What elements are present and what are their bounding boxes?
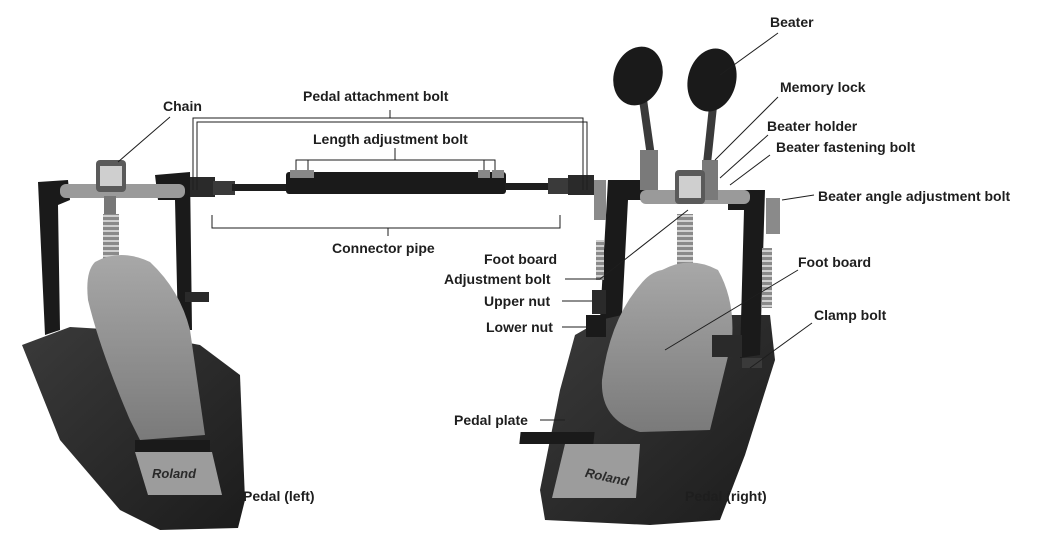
right-frame-post-right xyxy=(728,190,765,358)
label-adjustment-bolt: Adjustment bolt xyxy=(444,271,551,287)
label-foot-board-right: Foot board xyxy=(798,254,872,270)
connector-pipe-body xyxy=(286,172,506,194)
leader-beater-angle-adjustment-bolt xyxy=(781,194,815,201)
label-connector-pipe: Connector pipe xyxy=(332,240,435,256)
label-lower-nut: Lower nut xyxy=(486,319,553,335)
right-heel-plate xyxy=(552,444,640,498)
label-beater-angle-adjustment-bolt: Beater angle adjustment bolt xyxy=(818,188,1011,204)
label-chain: Chain xyxy=(163,98,202,114)
connector-shaft xyxy=(190,170,594,197)
label-pedal-left: Pedal (left) xyxy=(243,488,315,504)
right-pedal: Roland xyxy=(519,46,780,525)
right-frame-post-left xyxy=(600,180,648,320)
bracket-pedal-attachment-bolt xyxy=(192,117,588,190)
label-beater-fastening-bolt: Beater fastening bolt xyxy=(776,139,916,155)
label-upper-nut: Upper nut xyxy=(484,293,551,309)
leader-adjustment-bolt xyxy=(565,209,689,280)
label-beater: Beater xyxy=(770,14,814,30)
label-memory-lock: Memory lock xyxy=(780,79,866,95)
beater-left-assembly xyxy=(613,46,663,190)
label-length-adjustment-bolt: Length adjustment bolt xyxy=(313,131,468,147)
leader-lines xyxy=(117,32,815,421)
beater-head-left xyxy=(613,46,663,106)
label-clamp-bolt: Clamp bolt xyxy=(814,307,887,323)
bracket-length-adjustment-bolt xyxy=(295,159,496,170)
left-foot-board xyxy=(87,255,205,440)
leader-chain xyxy=(117,116,171,163)
leader-beater-fastening-bolt xyxy=(729,154,771,186)
label-pedal-attachment-bolt: Pedal attachment bolt xyxy=(303,88,449,104)
left-spring xyxy=(103,214,119,266)
left-pedal: Roland xyxy=(22,160,245,530)
beater-head-right xyxy=(687,48,737,112)
label-beater-holder: Beater holder xyxy=(767,118,858,134)
label-foot-board-left: Foot board xyxy=(484,251,558,267)
leader-foot-board-right xyxy=(664,269,799,351)
left-roland-logo: Roland xyxy=(152,466,197,481)
left-frame-post xyxy=(38,180,70,335)
leader-clamp-bolt xyxy=(749,322,813,369)
label-pedal-right: Pedal (right) xyxy=(685,488,767,504)
left-frame-post-right xyxy=(155,172,192,330)
leader-beater xyxy=(719,32,779,76)
right-foot-board xyxy=(601,262,733,432)
leader-memory-lock xyxy=(714,96,779,161)
bracket-connector-pipe xyxy=(211,215,561,236)
left-chain xyxy=(104,196,116,216)
beater-right-assembly xyxy=(687,48,737,200)
left-heel-plate xyxy=(135,452,222,495)
label-pedal-plate: Pedal plate xyxy=(454,412,528,428)
leader-beater-holder xyxy=(719,134,769,179)
right-spring xyxy=(677,214,693,266)
